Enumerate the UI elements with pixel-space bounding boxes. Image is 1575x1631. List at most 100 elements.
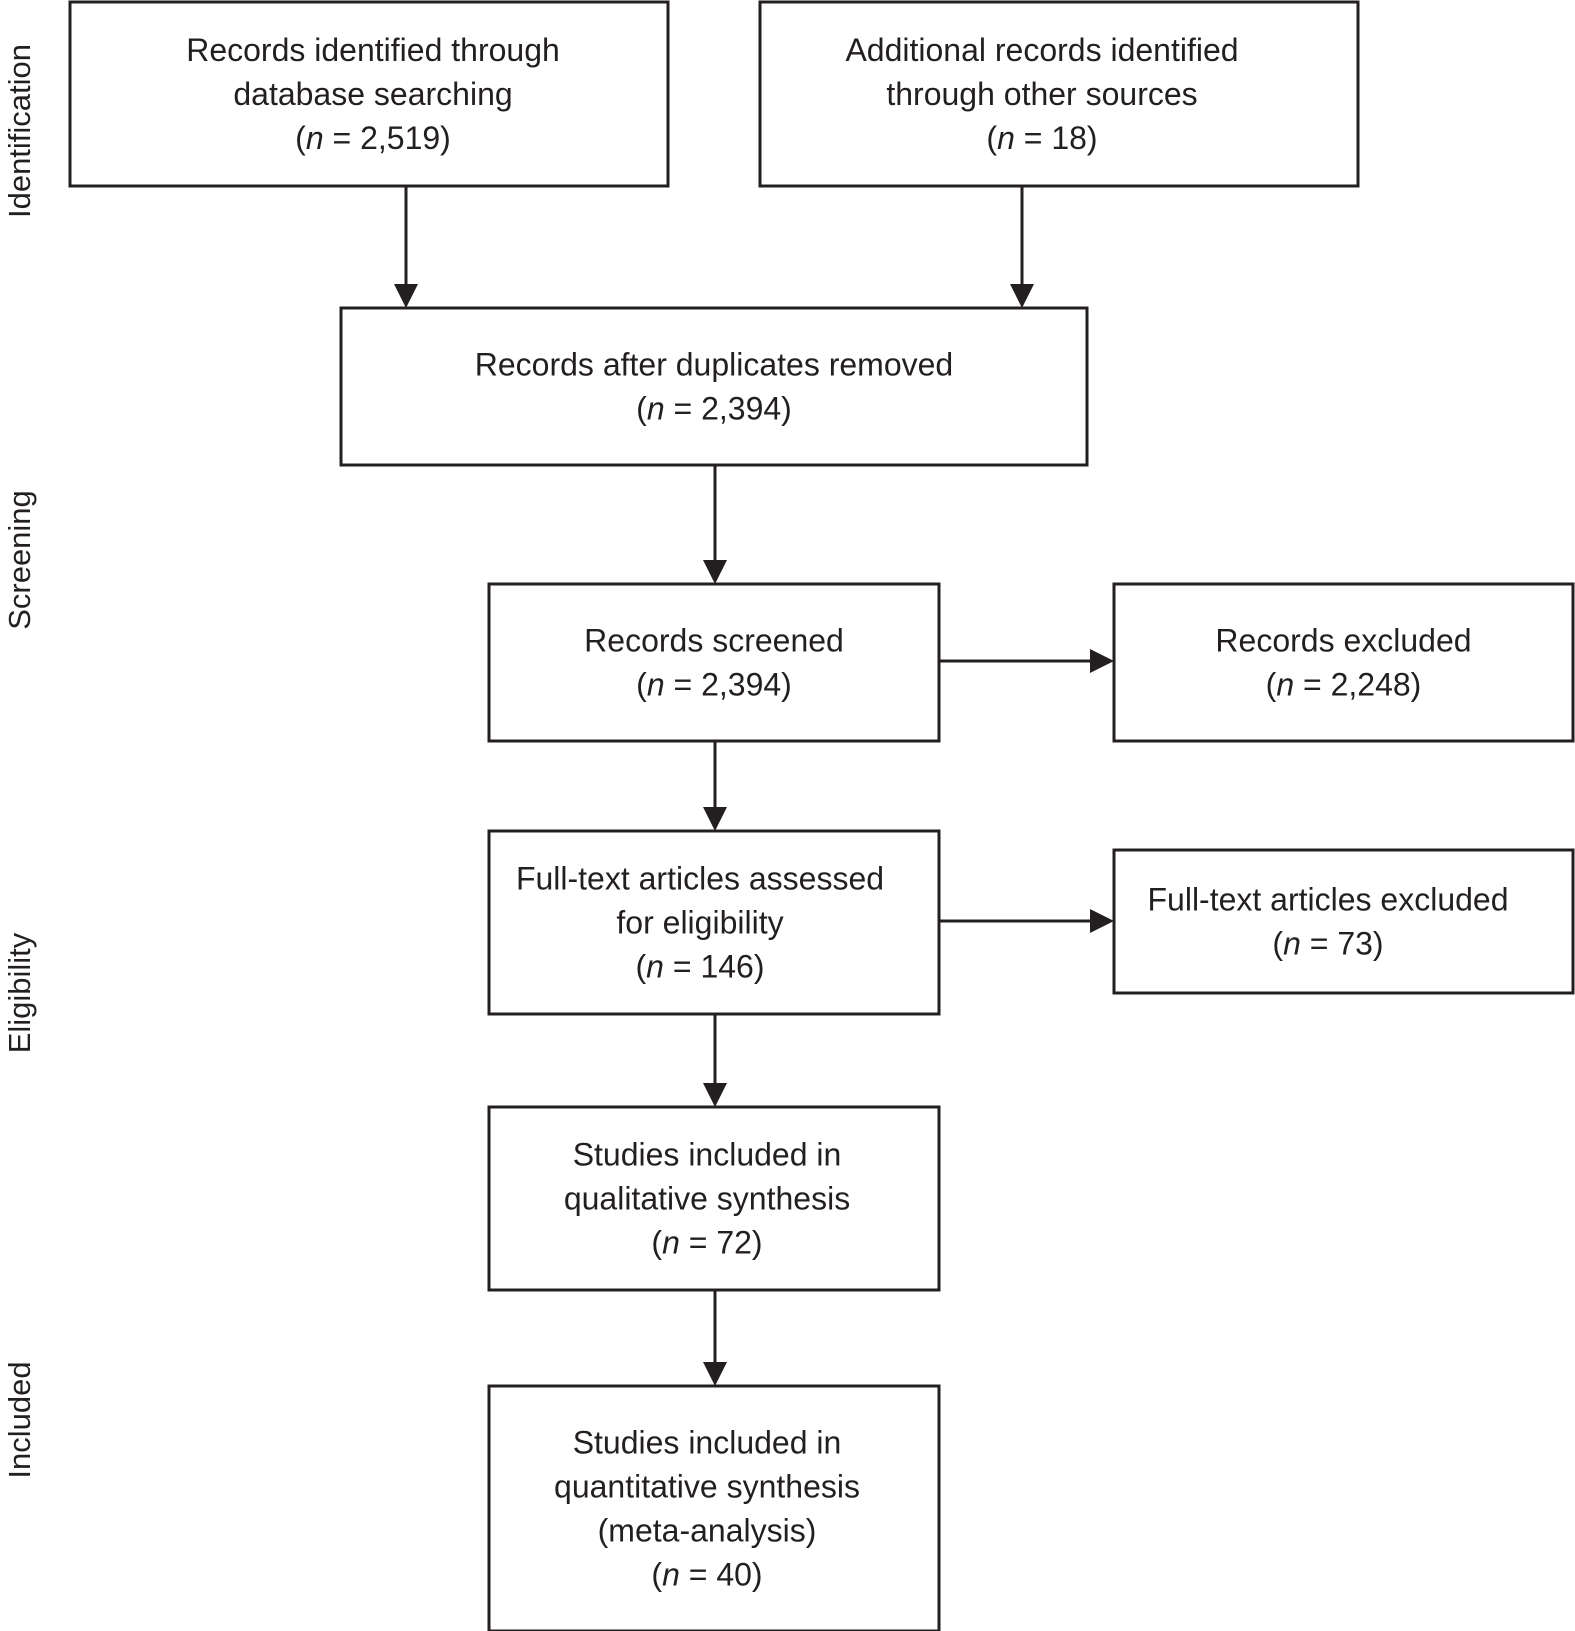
count-value: 2,394 xyxy=(701,391,781,427)
node-screened: Records screened(n = 2,394) xyxy=(487,582,941,743)
node-fulltext: Full-text articles assessed for eligibili… xyxy=(487,829,941,1016)
node-label-line: Full-text articles assessed xyxy=(516,861,884,897)
count-open: ( xyxy=(1272,926,1283,962)
count-close: ) xyxy=(781,667,792,703)
count-equals: = xyxy=(680,1557,716,1593)
node-label-line: for eligibility xyxy=(616,905,783,941)
count-close: ) xyxy=(752,1225,763,1261)
count-var: n xyxy=(647,391,665,427)
node-box xyxy=(68,0,670,188)
arrow-other-to-dedup xyxy=(1010,186,1034,308)
node-box xyxy=(487,582,941,743)
node-qualitative: Studies included in qualitative synthesis… xyxy=(487,1105,941,1292)
arrow-dedup-to-screened xyxy=(703,465,727,584)
arrow-head-icon xyxy=(703,1083,727,1107)
count-equals: = xyxy=(324,120,360,156)
node-label-line: qualitative synthesis xyxy=(564,1181,850,1217)
node-count: (n = 72) xyxy=(651,1225,762,1261)
count-close: ) xyxy=(781,391,792,427)
arrow-screened-to-fulltext xyxy=(703,741,727,831)
count-equals: = xyxy=(665,667,701,703)
arrow-head-icon xyxy=(394,284,418,308)
arrow-head-icon xyxy=(703,560,727,584)
node-label-line: Records after duplicates removed xyxy=(475,347,953,383)
count-value: 2,519 xyxy=(360,120,440,156)
count-value: 2,394 xyxy=(701,667,781,703)
node-label-line: quantitative synthesis xyxy=(554,1469,860,1505)
node-quantitative: Studies included in quantitative synthesi… xyxy=(487,1384,941,1631)
node-count: (n = 18) xyxy=(986,120,1097,156)
count-value: 2,248 xyxy=(1331,667,1411,703)
stage-label-identification: Identification xyxy=(2,44,37,218)
count-open: ( xyxy=(295,120,306,156)
arrow-head-icon xyxy=(1010,284,1034,308)
count-value: 73 xyxy=(1337,926,1373,962)
count-equals: = xyxy=(665,391,701,427)
node-dedup: Records after duplicates removed (n = 2,3… xyxy=(339,306,1089,467)
count-value: 146 xyxy=(700,949,753,985)
count-equals: = xyxy=(1015,120,1051,156)
count-open: ( xyxy=(651,1557,662,1593)
count-close: ) xyxy=(754,949,765,985)
arrow-qualitative-to-quantitative xyxy=(703,1290,727,1386)
arrow-fulltext-to-ftexcluded xyxy=(939,909,1114,933)
count-equals: = xyxy=(1301,926,1337,962)
stage-label-included: Included xyxy=(2,1361,37,1478)
node-box xyxy=(1112,848,1575,995)
node-label-line: database searching xyxy=(233,76,512,112)
count-equals: = xyxy=(664,949,700,985)
arrow-screened-to-excluded xyxy=(939,649,1114,673)
count-close: ) xyxy=(440,120,451,156)
count-var: n xyxy=(306,120,324,156)
stage-label-eligibility: Eligibility xyxy=(2,932,37,1053)
count-var: n xyxy=(1283,926,1301,962)
arrow-head-icon xyxy=(703,1362,727,1386)
count-value: 72 xyxy=(716,1225,752,1261)
count-close: ) xyxy=(1373,926,1384,962)
node-count: (n = 146) xyxy=(636,949,765,985)
arrow-db-to-dedup xyxy=(394,186,418,308)
count-close: ) xyxy=(1087,120,1098,156)
count-var: n xyxy=(1276,667,1294,703)
count-var: n xyxy=(646,949,664,985)
arrow-head-icon xyxy=(1090,909,1114,933)
node-excluded: Records excluded (n = 2,248) xyxy=(1112,582,1575,743)
count-value: 40 xyxy=(716,1557,752,1593)
arrow-head-icon xyxy=(703,807,727,831)
node-label-line: Records excluded xyxy=(1215,623,1471,659)
stage-label-screening: Screening xyxy=(2,490,37,630)
node-box xyxy=(487,829,941,1016)
node-label-line: Records identified through xyxy=(186,32,560,68)
node-label-line: Studies included in xyxy=(573,1425,842,1461)
count-close: ) xyxy=(1411,667,1422,703)
count-var: n xyxy=(647,667,665,703)
count-open: ( xyxy=(986,120,997,156)
node-label-line: Additional records identified xyxy=(845,32,1238,68)
count-equals: = xyxy=(1294,667,1330,703)
node-label-line: Full-text articles excluded xyxy=(1147,882,1508,918)
node-count: (n = 40) xyxy=(651,1557,762,1593)
node-db: Records identified through database searc… xyxy=(68,0,670,188)
node-label-line: (meta-analysis) xyxy=(598,1513,817,1549)
count-var: n xyxy=(662,1557,680,1593)
node-ftexcluded: Full-text articles excluded (n = 73) xyxy=(1112,848,1575,995)
node-box xyxy=(487,1384,941,1631)
node-count: (n = 2,519) xyxy=(295,120,451,156)
node-box xyxy=(1112,582,1575,743)
count-equals: = xyxy=(680,1225,716,1261)
count-open: ( xyxy=(1266,667,1277,703)
node-label-line: Studies included in xyxy=(573,1137,842,1173)
count-var: n xyxy=(662,1225,680,1261)
node-count: (n = 73) xyxy=(1272,926,1383,962)
arrow-fulltext-to-qualitative xyxy=(703,1014,727,1107)
count-var: n xyxy=(997,120,1015,156)
count-open: ( xyxy=(636,949,647,985)
node-count: (n = 2,394) xyxy=(636,667,792,703)
node-other: Additional records identified through oth… xyxy=(758,0,1360,188)
count-close: ) xyxy=(752,1557,763,1593)
count-open: ( xyxy=(636,391,647,427)
count-value: 18 xyxy=(1051,120,1087,156)
node-label-line: through other sources xyxy=(886,76,1197,112)
node-count: (n = 2,394) xyxy=(636,391,792,427)
